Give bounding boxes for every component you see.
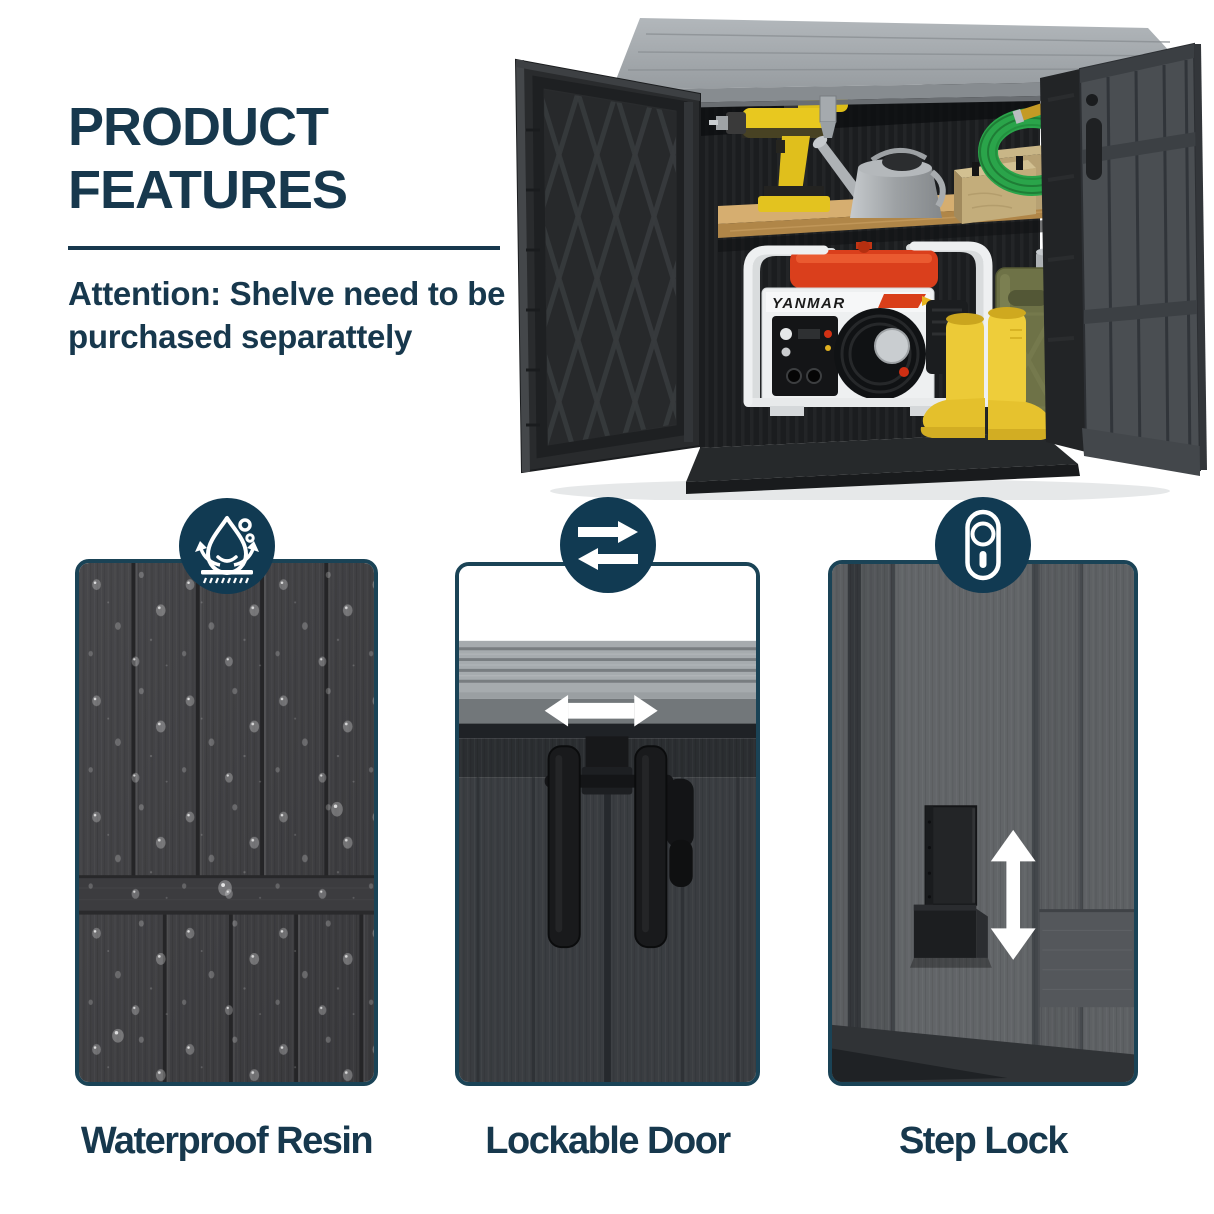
- step-lock-closeup: [832, 564, 1134, 1082]
- left-door-open: [514, 58, 701, 474]
- attention-text: Shelve need to be purchased separattely: [68, 275, 506, 355]
- generator-brand-text: YANMAR: [772, 295, 846, 312]
- keyhole-lock-icon: [965, 509, 1001, 581]
- right-door-open: [1040, 42, 1207, 476]
- page-title: PRODUCT FEATURES: [68, 96, 348, 222]
- rubber-boots: [920, 307, 1053, 440]
- lockable-door-panel: [455, 562, 760, 1086]
- lid-edge: [459, 640, 756, 739]
- feature-label-waterproof: Waterproof Resin: [80, 1120, 374, 1162]
- product-photo-storage-cabinet: YANMAR: [514, 18, 1207, 500]
- portable-generator: YANMAR: [743, 241, 993, 416]
- feature-label-steplock: Step Lock: [898, 1120, 1069, 1162]
- lid-support-bracket: [819, 95, 837, 138]
- watering-can: [812, 135, 946, 218]
- page-title-line1: PRODUCT: [68, 97, 329, 157]
- wet-resin-texture: [79, 563, 374, 1082]
- step-lock-latch: [909, 805, 992, 968]
- title-divider: [68, 246, 500, 250]
- step-lock-panel: [828, 560, 1138, 1086]
- lockable-badge: [560, 497, 656, 593]
- cabinet-floor: [686, 432, 1080, 494]
- page-title-line2: FEATURES: [68, 160, 348, 220]
- vertical-arrow: [990, 829, 1036, 960]
- floor-shadow: [832, 1024, 1134, 1082]
- slide-arrow: [544, 695, 658, 727]
- waterproof-resin-panel: [75, 559, 378, 1086]
- door-latch-closeup: [459, 566, 756, 1082]
- door-boards: [832, 564, 1134, 1082]
- water-droplets: [79, 563, 374, 1082]
- steplock-badge: [935, 497, 1031, 593]
- water-drop-bounce-icon: [195, 516, 259, 584]
- door-faces: [459, 738, 756, 1082]
- door-latch: [544, 736, 694, 949]
- attention-label: Attention:: [68, 275, 221, 312]
- swap-arrows-icon: [578, 521, 638, 570]
- waterproof-badge: [179, 498, 275, 594]
- feature-label-lockable: Lockable Door: [485, 1120, 731, 1162]
- attention-note: Attention: Shelve need to be purchased s…: [68, 272, 518, 358]
- large-droplets: [112, 801, 343, 1043]
